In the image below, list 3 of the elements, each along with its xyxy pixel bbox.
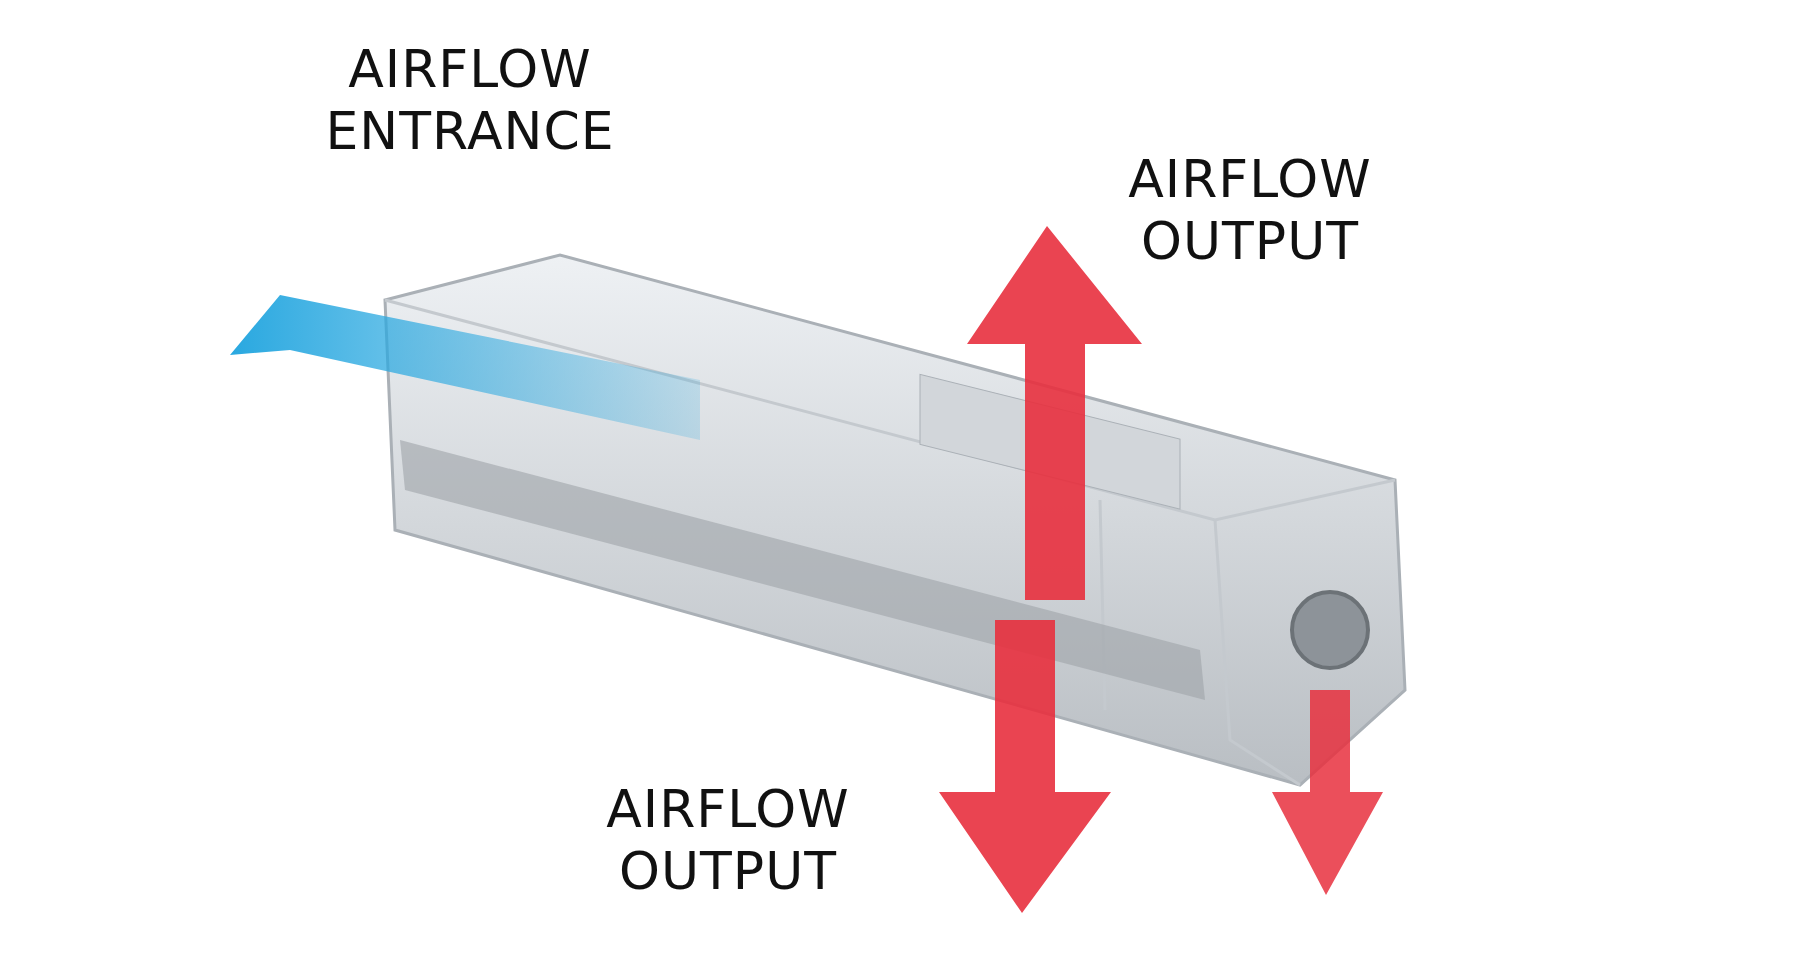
flow-label: AIRFLOW OUTPUT (1127, 148, 1373, 272)
flow-label: AIRFLOW OUTPUT (605, 778, 851, 902)
flow-label: AIRFLOW ENTRANCE (324, 38, 616, 162)
